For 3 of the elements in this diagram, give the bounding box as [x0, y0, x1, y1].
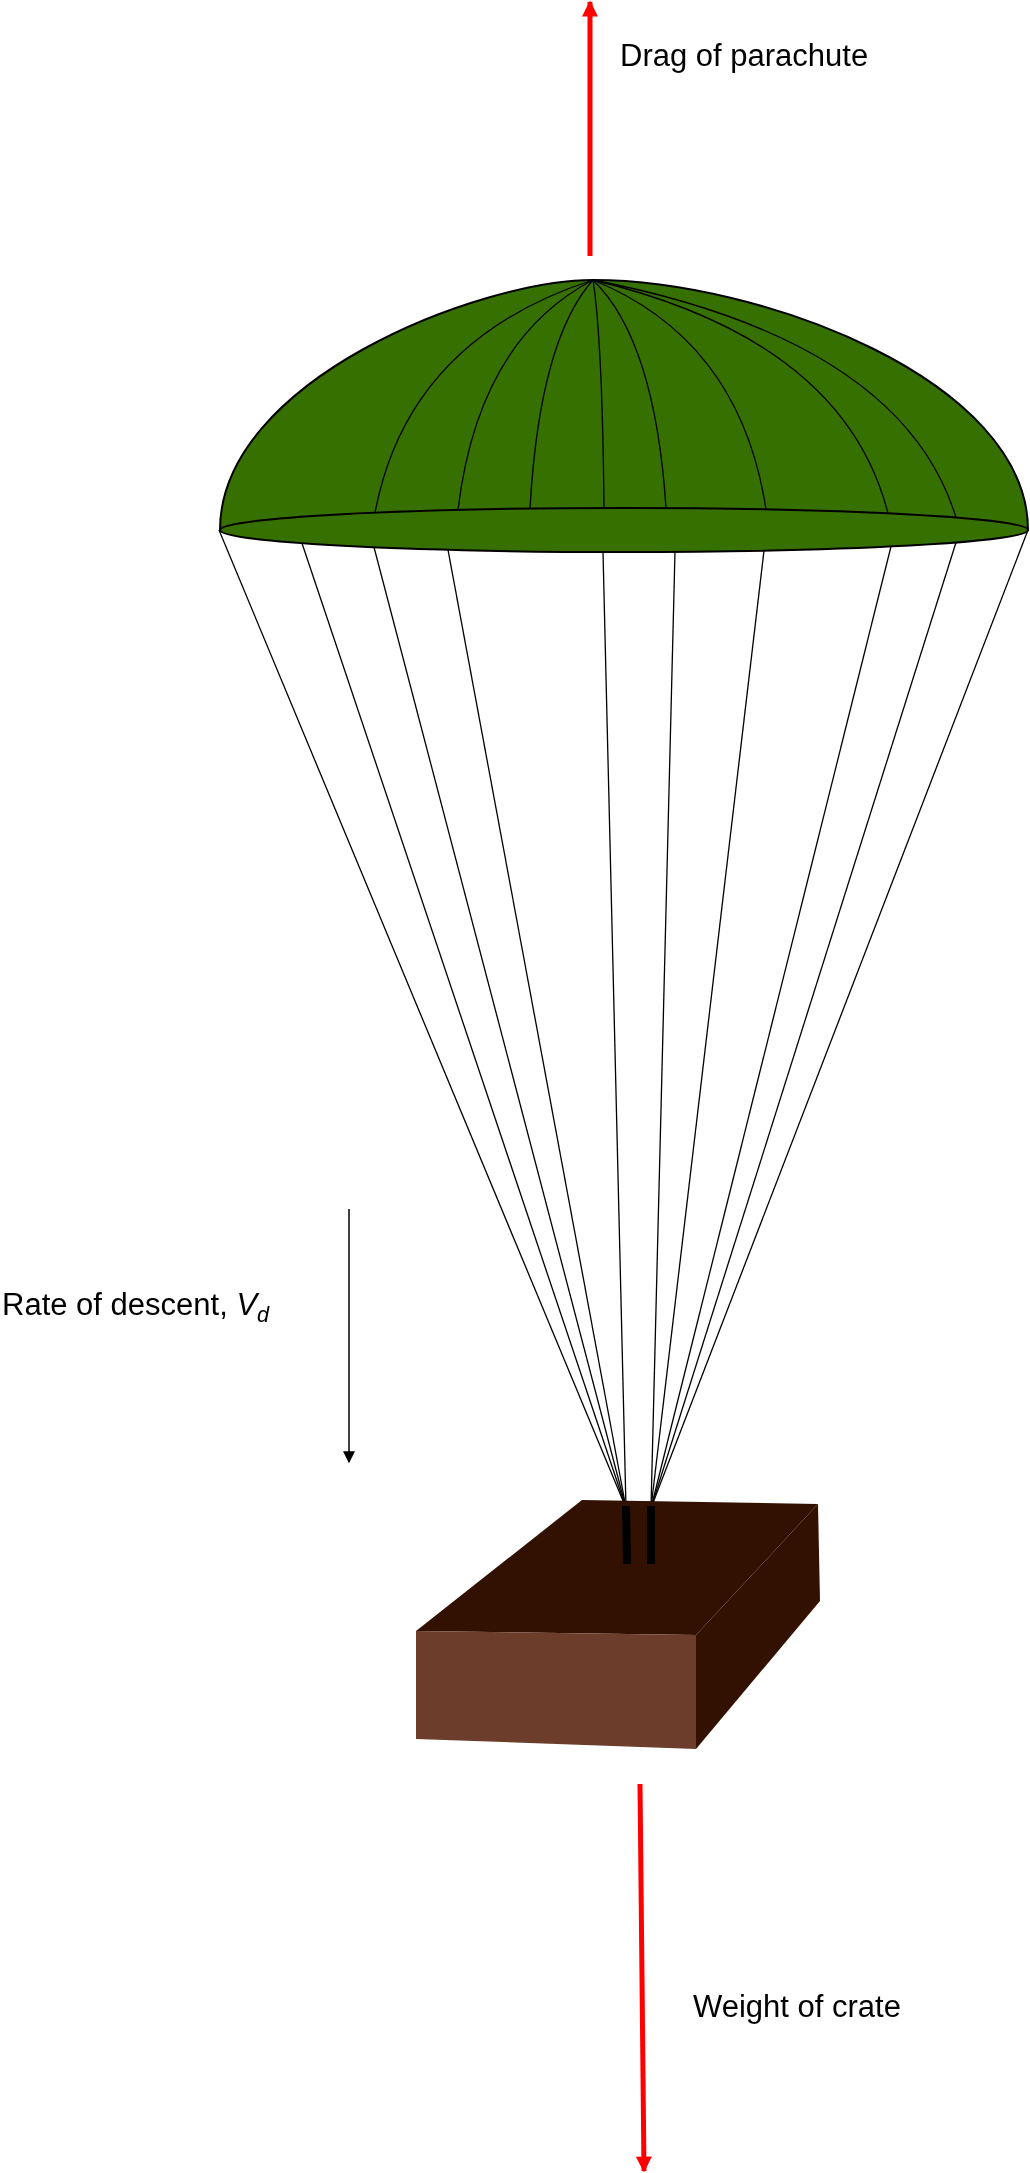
force-label: Weight of crate: [693, 1988, 901, 2026]
velocity-label: Rate of descent, V$_{d}$: [2, 1286, 270, 1329]
force-label: Drag of parachute: [620, 37, 869, 75]
